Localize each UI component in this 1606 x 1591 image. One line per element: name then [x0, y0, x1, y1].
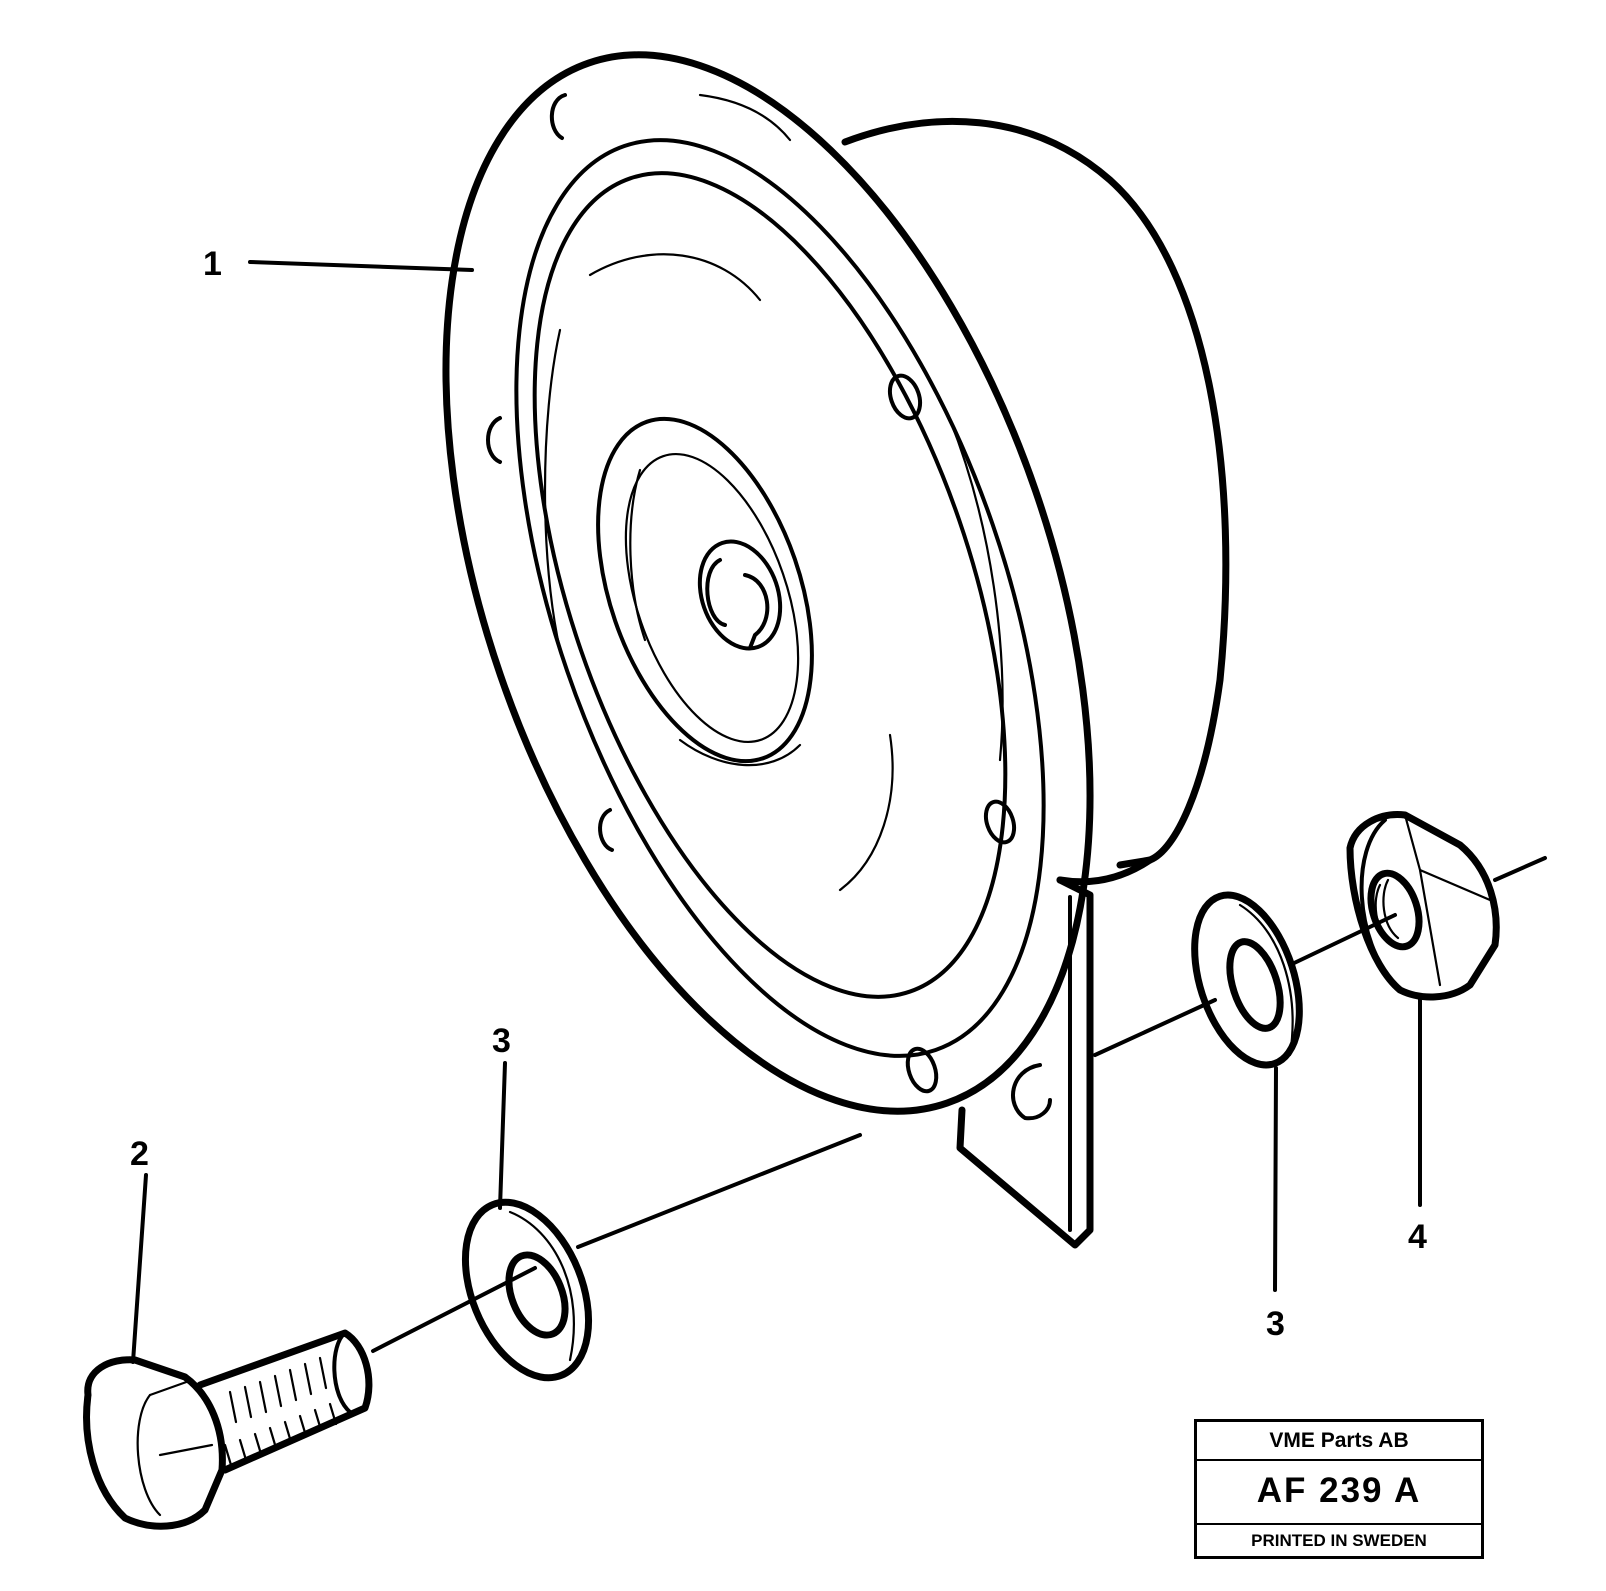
diaphragm-recess-arc-top — [588, 253, 762, 302]
washer-left-outer — [461, 1198, 593, 1382]
flange-rim-highlight-2 — [948, 418, 1004, 762]
washer-left-edge — [508, 1210, 575, 1362]
horn-body-shell — [841, 117, 1230, 869]
title-block-company: VME Parts AB — [1197, 1422, 1481, 1461]
washer-right-edge — [1238, 903, 1294, 1057]
bolt-shank — [196, 1329, 373, 1474]
bolt-head-flat — [148, 1378, 214, 1457]
flange-rim-highlight — [698, 93, 792, 142]
axis-line-right — [1093, 998, 1217, 1057]
title-block: VME Parts AB AF 239 A PRINTED IN SWEDEN — [1194, 1419, 1484, 1559]
leader-3-right — [1273, 1066, 1278, 1292]
diaphragm-face — [532, 171, 1008, 999]
leader-2 — [131, 1173, 148, 1364]
nut-bore — [1367, 869, 1423, 951]
flange-outer-rim — [442, 51, 1094, 1115]
flange-screw-hole — [983, 799, 1017, 845]
flange-screw-hole — [905, 1046, 939, 1094]
leader-1 — [248, 260, 474, 272]
flange-screw-hole — [486, 416, 502, 464]
adjusting-screw-head — [697, 539, 783, 651]
title-block-footer: PRINTED IN SWEDEN — [1251, 1531, 1427, 1550]
bracket-hole — [1011, 1063, 1052, 1121]
bolt-shank-end — [332, 1331, 352, 1414]
washer-right-inner — [1226, 938, 1284, 1032]
leader-lines — [131, 260, 1422, 1364]
diaphragm-recess-arc-right — [838, 733, 894, 892]
washer-right — [1191, 891, 1303, 1069]
bolt-head-face — [136, 1393, 162, 1517]
flange-screw-hole — [549, 93, 567, 140]
callout-2: 2 — [130, 1135, 149, 1173]
axis-line-end — [1493, 856, 1547, 882]
axis-line-mid — [576, 1133, 862, 1249]
callout-3-left: 3 — [492, 1022, 511, 1060]
washer-left — [461, 1198, 593, 1382]
centre-boss-shade-2 — [678, 738, 802, 767]
callout-4: 4 — [1408, 1218, 1427, 1256]
bolt-head — [83, 1356, 226, 1530]
bolt-thread — [223, 1356, 338, 1467]
adjusting-screw-slot — [705, 558, 727, 627]
centre-boss-inner — [624, 452, 800, 744]
washer-left-inner — [505, 1251, 569, 1339]
callout-1: 1 — [203, 245, 222, 283]
leader-3-left — [498, 1061, 507, 1210]
hex-nut — [1346, 811, 1500, 1001]
centre-boss-outer — [596, 416, 814, 764]
bolt — [83, 1329, 373, 1530]
nut-flat — [1403, 813, 1492, 987]
washer-right-outer — [1191, 891, 1303, 1069]
diaphragm-recess-arc-left — [543, 328, 562, 652]
nut-thread — [1374, 878, 1400, 944]
flange-screw-hole — [887, 373, 923, 421]
horn-assembly — [442, 51, 1230, 1249]
flange-screw-hole — [598, 808, 614, 852]
adjusting-screw-slot-2 — [743, 573, 770, 650]
title-block-drawing-code: AF 239 A — [1197, 1459, 1481, 1525]
centre-boss-shade — [629, 468, 647, 642]
callout-3-right: 3 — [1266, 1305, 1285, 1343]
flange-inner-step — [514, 138, 1046, 1058]
nut-face — [1359, 818, 1397, 987]
